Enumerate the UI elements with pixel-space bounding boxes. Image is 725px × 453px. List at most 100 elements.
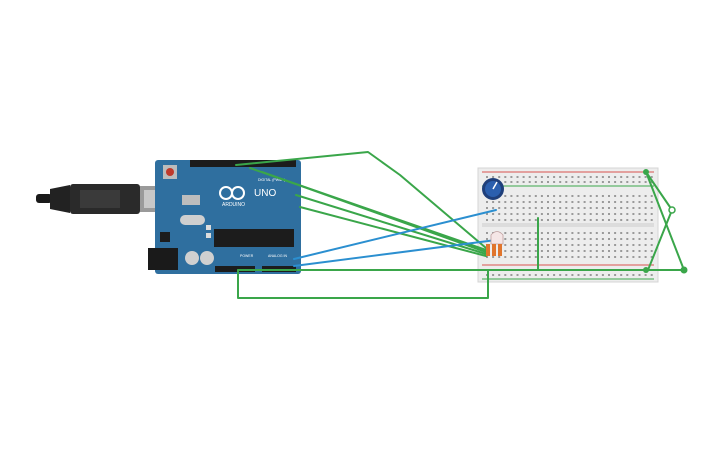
breadboard-hole[interactable] [608, 213, 610, 215]
breadboard-hole[interactable] [571, 238, 574, 240]
breadboard-hole[interactable] [650, 256, 653, 258]
breadboard-hole[interactable] [620, 176, 623, 178]
breadboard-hole[interactable] [565, 256, 568, 258]
breadboard[interactable] [477, 167, 659, 283]
breadboard-hole[interactable] [547, 274, 549, 276]
rgb-led[interactable] [490, 231, 504, 245]
breadboard-hole[interactable] [650, 250, 653, 252]
breadboard-hole[interactable] [504, 181, 507, 183]
breadboard-hole[interactable] [486, 213, 488, 215]
breadboard-hole[interactable] [595, 181, 598, 183]
breadboard-hole[interactable] [614, 219, 617, 221]
breadboard-hole[interactable] [595, 238, 598, 240]
breadboard-hole[interactable] [583, 195, 586, 197]
breadboard-hole[interactable] [534, 213, 537, 215]
breadboard-hole[interactable] [516, 207, 519, 209]
breadboard-hole[interactable] [553, 244, 556, 246]
breadboard-hole[interactable] [601, 244, 604, 246]
breadboard-hole[interactable] [577, 256, 580, 258]
breadboard-hole[interactable] [498, 176, 501, 178]
breadboard-hole[interactable] [486, 219, 488, 221]
breadboard-hole[interactable] [644, 250, 647, 252]
breadboard-hole[interactable] [650, 274, 653, 276]
breadboard-hole[interactable] [614, 274, 617, 276]
breadboard-hole[interactable] [534, 238, 537, 240]
breadboard-hole[interactable] [589, 181, 592, 183]
breadboard-hole[interactable] [510, 250, 513, 252]
breadboard-hole[interactable] [626, 176, 629, 178]
breadboard-hole[interactable] [516, 274, 519, 276]
breadboard-hole[interactable] [583, 201, 586, 203]
breadboard-hole[interactable] [644, 244, 647, 246]
breadboard-hole[interactable] [522, 181, 525, 183]
breadboard-hole[interactable] [632, 274, 635, 276]
breadboard-hole[interactable] [540, 244, 543, 246]
breadboard-hole[interactable] [644, 238, 647, 240]
breadboard-hole[interactable] [583, 219, 586, 221]
breadboard-hole[interactable] [626, 274, 629, 276]
breadboard-hole[interactable] [522, 213, 525, 215]
breadboard-hole[interactable] [553, 201, 556, 203]
breadboard-hole[interactable] [528, 256, 531, 258]
breadboard-hole[interactable] [565, 244, 568, 246]
breadboard-hole[interactable] [547, 256, 549, 258]
breadboard-hole[interactable] [644, 219, 647, 221]
breadboard-hole[interactable] [595, 195, 598, 197]
breadboard-hole[interactable] [547, 176, 549, 178]
breadboard-hole[interactable] [571, 213, 574, 215]
breadboard-hole[interactable] [589, 256, 592, 258]
breadboard-hole[interactable] [620, 274, 623, 276]
breadboard-hole[interactable] [626, 232, 629, 234]
breadboard-hole[interactable] [528, 219, 531, 221]
breadboard-hole[interactable] [565, 250, 568, 252]
breadboard-hole[interactable] [540, 195, 543, 197]
breadboard-hole[interactable] [498, 213, 501, 215]
breadboard-hole[interactable] [528, 244, 531, 246]
breadboard-hole[interactable] [571, 181, 574, 183]
breadboard-hole[interactable] [540, 250, 543, 252]
breadboard-hole[interactable] [528, 238, 531, 240]
breadboard-hole[interactable] [571, 207, 574, 209]
breadboard-hole[interactable] [510, 201, 513, 203]
breadboard-hole[interactable] [486, 207, 488, 209]
breadboard-hole[interactable] [595, 213, 598, 215]
breadboard-hole[interactable] [498, 274, 501, 276]
breadboard-hole[interactable] [626, 238, 629, 240]
breadboard-hole[interactable] [486, 201, 488, 203]
breadboard-hole[interactable] [565, 213, 568, 215]
breadboard-hole[interactable] [553, 238, 556, 240]
breadboard-hole[interactable] [534, 195, 537, 197]
breadboard-hole[interactable] [571, 256, 574, 258]
breadboard-hole[interactable] [644, 207, 647, 209]
breadboard-hole[interactable] [510, 244, 513, 246]
breadboard-hole[interactable] [632, 195, 635, 197]
breadboard-hole[interactable] [577, 244, 580, 246]
potentiometer-knob[interactable] [492, 181, 498, 190]
breadboard-hole[interactable] [559, 213, 562, 215]
breadboard-hole[interactable] [601, 207, 604, 209]
breadboard-hole[interactable] [516, 213, 519, 215]
breadboard-hole[interactable] [638, 250, 641, 252]
breadboard-hole[interactable] [522, 176, 525, 178]
breadboard-hole[interactable] [559, 274, 562, 276]
breadboard-hole[interactable] [553, 250, 556, 252]
breadboard-hole[interactable] [534, 244, 537, 246]
breadboard-hole[interactable] [540, 201, 543, 203]
breadboard-hole[interactable] [492, 207, 495, 209]
breadboard-hole[interactable] [504, 232, 507, 234]
breadboard-hole[interactable] [608, 232, 610, 234]
breadboard-hole[interactable] [516, 181, 519, 183]
breadboard-hole[interactable] [504, 250, 507, 252]
breadboard-hole[interactable] [492, 219, 495, 221]
breadboard-hole[interactable] [620, 238, 623, 240]
breadboard-hole[interactable] [632, 176, 635, 178]
breadboard-hole[interactable] [534, 219, 537, 221]
breadboard-hole[interactable] [595, 176, 598, 178]
breadboard-hole[interactable] [608, 207, 610, 209]
breadboard-hole[interactable] [583, 274, 586, 276]
breadboard-hole[interactable] [504, 274, 507, 276]
breadboard-hole[interactable] [614, 176, 617, 178]
breadboard-hole[interactable] [620, 213, 623, 215]
breadboard-hole[interactable] [559, 256, 562, 258]
breadboard-hole[interactable] [595, 244, 598, 246]
